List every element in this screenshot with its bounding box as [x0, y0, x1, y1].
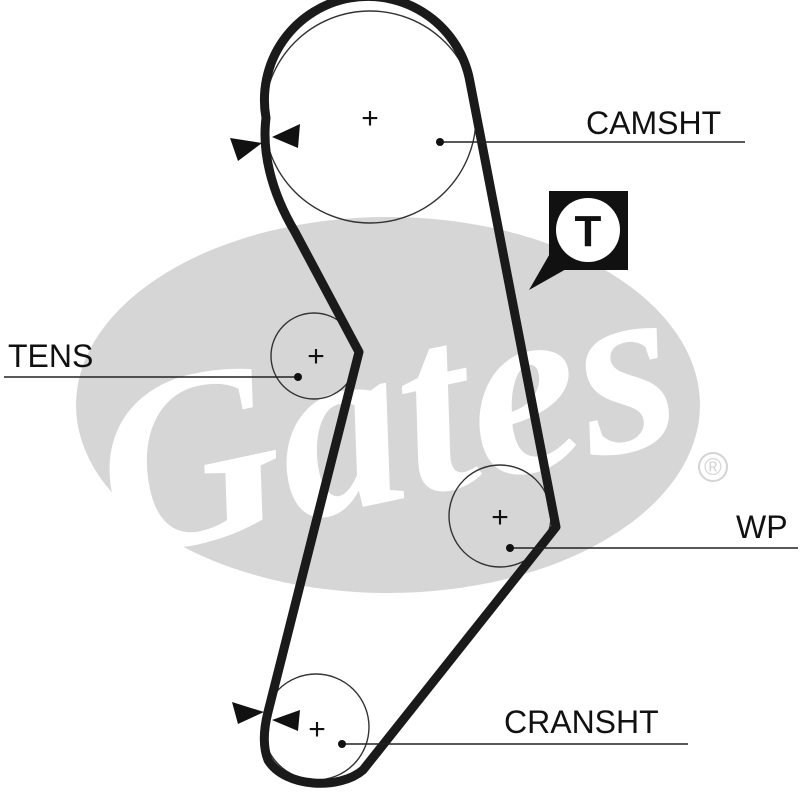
- crankshaft-timing-arrow-right-icon: [272, 710, 300, 731]
- camshaft-timing-arrow-left-icon: [230, 138, 262, 161]
- center-marks: + + + +: [307, 102, 509, 746]
- crankshaft-dot: [338, 740, 346, 748]
- registered-mark-circle: [698, 452, 728, 482]
- timing-badge-circle: [556, 198, 620, 262]
- crankshaft-timing-arrow-left-icon: [232, 702, 264, 724]
- camshaft-center-mark: +: [361, 102, 379, 135]
- timing-badge: T: [529, 191, 628, 290]
- water-pump-center-mark: +: [491, 501, 509, 534]
- crankshaft-center-mark: +: [308, 713, 326, 746]
- crankshaft-label: CRANSHT: [504, 704, 659, 740]
- tensioner-dot: [294, 373, 302, 381]
- tensioner-center-mark: +: [307, 340, 325, 373]
- leader-lines: [4, 141, 798, 745]
- camshaft-timing-arrow-right-icon: [272, 124, 300, 148]
- camshaft-dot: [436, 138, 444, 146]
- timing-badge-letter: T: [575, 207, 602, 256]
- camshaft-label: CAMSHT: [586, 105, 721, 141]
- tensioner-label: TENS: [8, 338, 93, 374]
- crankshaft-timing-marks: [232, 702, 300, 731]
- leader-dots: [294, 138, 514, 748]
- water-pump-dot: [506, 544, 514, 552]
- watermark-ellipse: [76, 217, 700, 593]
- registered-mark: ®: [704, 454, 722, 481]
- camshaft-timing-marks: [230, 124, 300, 161]
- timing-belt: [259, 0, 561, 788]
- gates-watermark: Gates ®: [71, 217, 728, 613]
- water-pump-label: WP: [736, 509, 788, 545]
